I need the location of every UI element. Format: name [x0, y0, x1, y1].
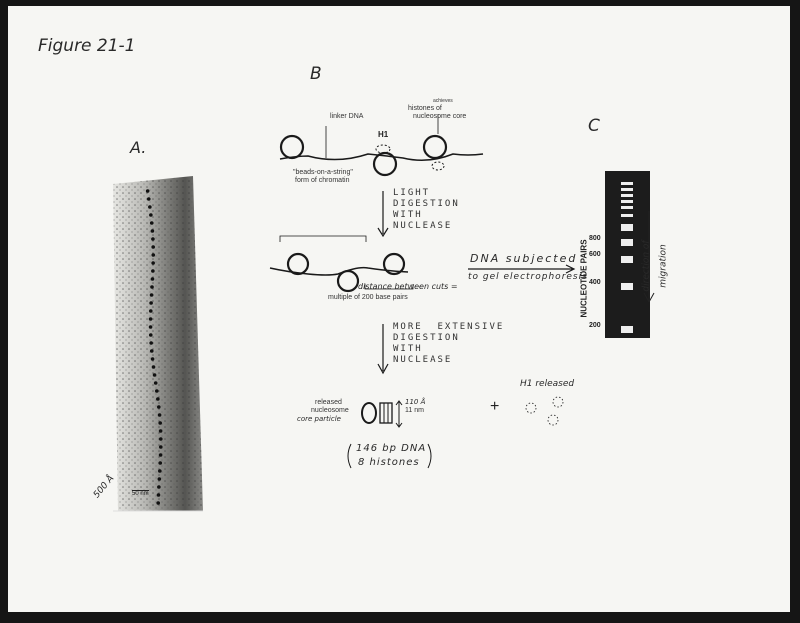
nucleosome-dot [157, 485, 161, 489]
nucleosome-dot [150, 285, 154, 289]
nucleosome-dot [158, 469, 162, 473]
gel-band [621, 194, 633, 197]
nucleosome-dot [151, 245, 155, 249]
nucleosome-dot [149, 341, 153, 345]
h1-released-label: H1 released [520, 379, 575, 389]
size-label-2: 11 nm [405, 407, 424, 414]
gel-band [621, 326, 633, 333]
released-label-2: nucleosome [311, 407, 349, 414]
nucleosome-dot [156, 405, 161, 409]
gel-image [605, 171, 655, 338]
document-page: Figure 21-1 A. B C 500 Å 50 nm [8, 6, 790, 612]
nucleosome-dot [156, 501, 161, 505]
beads-label: "beads-on-a-string" [293, 169, 353, 176]
gel-tick-200: 200 [589, 322, 601, 329]
nucleosome-dot [158, 461, 163, 465]
nucleosome-dot [151, 365, 156, 369]
nucleosome-dot [150, 229, 155, 233]
nucleosome-dot [158, 453, 163, 457]
gel-arrow-label: DNA subjected [470, 252, 578, 265]
size-label: 110 Å [405, 398, 426, 406]
more-digestion-label: MORE EXTENSIVE DIGESTION WITH NUCLEASE [393, 322, 505, 365]
histones-label: histones of [408, 105, 442, 112]
gel-band [621, 188, 633, 191]
nucleosome-dot [153, 381, 158, 385]
nucleosome-dot [158, 429, 163, 433]
panel-b-diagram [269, 114, 576, 469]
direction-label: direction of [641, 240, 652, 292]
released-label-3: core particle [297, 415, 341, 423]
nucleosome-dot [149, 349, 154, 353]
nucleosome-dot [149, 221, 154, 225]
plus-sign: + [490, 398, 500, 415]
gel-arrow-label-2: to gel electrophoresis [468, 272, 588, 282]
nucleosome-dot [150, 277, 155, 281]
gel-band [621, 256, 633, 263]
panel-c-label: C [588, 116, 600, 136]
nucleosome-dot [157, 413, 162, 417]
nucleosome-dot [149, 301, 153, 305]
gel-band [621, 182, 633, 185]
nucleosome-bead [422, 134, 448, 160]
gel-band [621, 206, 633, 209]
nucleosome-dot [151, 237, 155, 241]
gel-band [621, 239, 633, 246]
nucleosome-dot [149, 293, 154, 297]
released-label: released [315, 399, 342, 406]
nucleosome-bead [279, 134, 305, 160]
nucleosome-dot [149, 213, 153, 217]
beads-label-2: form of chromatin [295, 177, 350, 184]
distance-label-2: multiple of 200 base pairs [328, 294, 408, 301]
nucleosome-dot [146, 197, 151, 201]
gel-axis-label: NUCLEOTIDE PAIRS [579, 239, 589, 318]
nucleosome-dot [150, 357, 155, 361]
nucleosome-dot [158, 445, 163, 449]
histones-label-2: nucleosome core [413, 113, 467, 120]
panel-a-label: A. [130, 138, 147, 157]
figure-title: Figure 21-1 [38, 36, 136, 56]
nucleosome-dot [151, 253, 156, 257]
scale-bar: 50 nm [132, 490, 149, 497]
direction-label-2: migration [658, 244, 669, 288]
distance-label: distance between cuts = [358, 282, 458, 291]
panel-b-label: B [310, 64, 322, 84]
nucleosome-dot [158, 421, 162, 425]
composition-label-2: 8 histones [358, 457, 420, 468]
nucleosome-dot [157, 477, 162, 481]
nucleosome-dot [148, 317, 153, 321]
gel-tick-600: 600 [589, 251, 601, 258]
nucleosome-dot [145, 189, 150, 193]
linker-dna-label: linker DNA [330, 113, 364, 120]
gel-band [621, 214, 633, 217]
gel-tick-400: 400 [589, 279, 601, 286]
h1-label: H1 [378, 130, 389, 139]
nucleosome-dot [148, 205, 152, 209]
nucleosome-dot [156, 493, 161, 497]
nucleosome-dot [158, 437, 163, 441]
gel-band [621, 283, 633, 290]
nucleosome-dot [151, 269, 155, 273]
nucleosome-dot [151, 261, 155, 265]
composition-label: 146 bp DNA [356, 443, 427, 454]
gel-tick-800: 800 [589, 235, 601, 242]
panel-a-micrograph [113, 176, 203, 512]
nucleosome-dot [154, 389, 159, 393]
nucleosome-dot [148, 325, 153, 329]
gel-band [621, 224, 633, 231]
nucleosome-dot [152, 373, 157, 377]
nucleosome-dot [156, 397, 160, 401]
nucleosome-dot [148, 333, 153, 337]
light-digestion-label: LIGHT DIGESTION WITH NUCLEASE [393, 188, 460, 231]
nucleosome-bead [372, 151, 398, 177]
gel-band [621, 200, 633, 203]
nucleosome-dot [148, 309, 153, 313]
histones-annotation: achieves [433, 98, 453, 104]
